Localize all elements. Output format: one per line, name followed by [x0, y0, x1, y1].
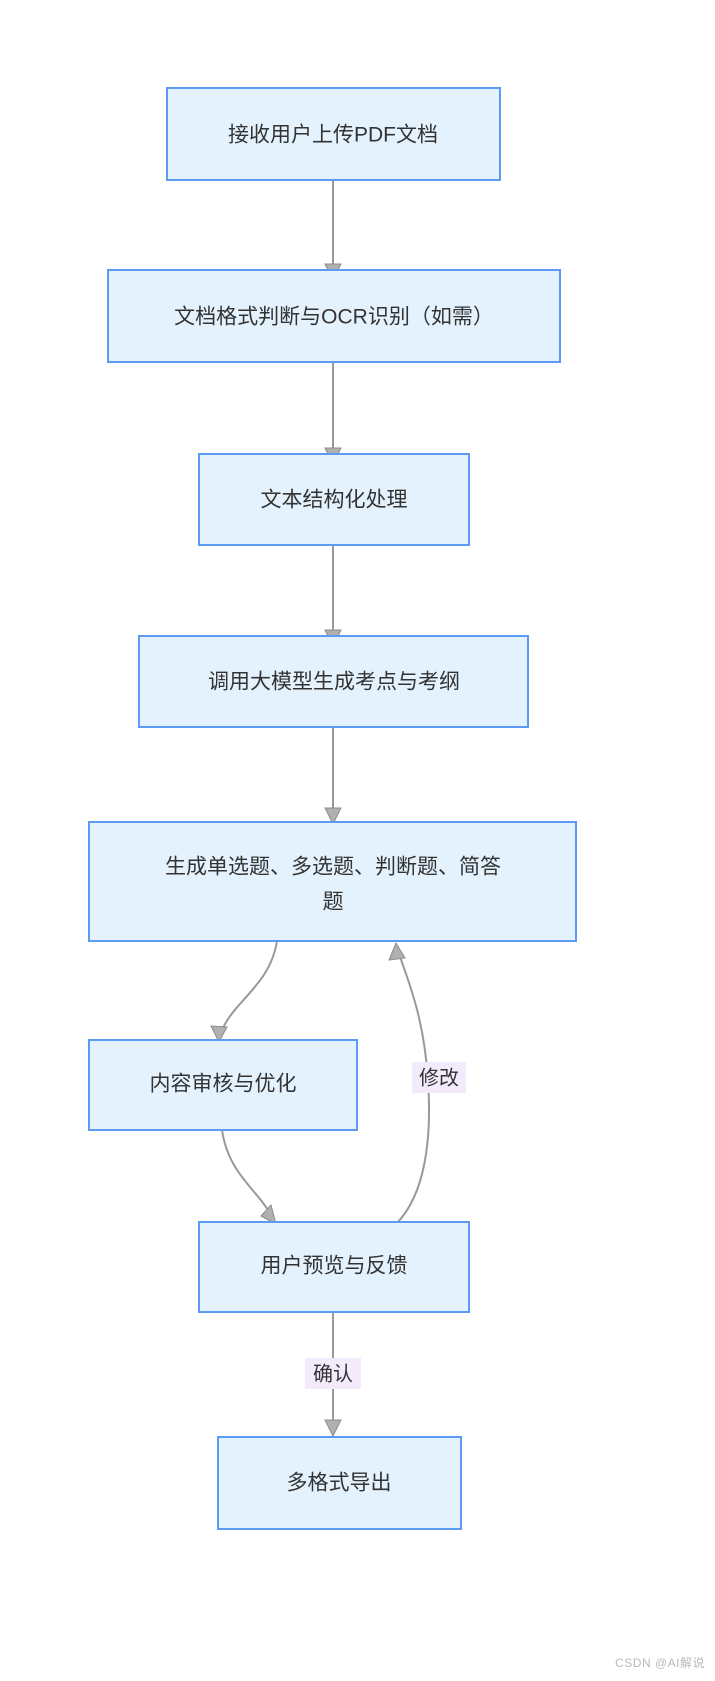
arrowhead-icon — [210, 1025, 228, 1044]
node-label: 文档格式判断与OCR识别（如需） — [174, 306, 494, 329]
edge-n7-n5-revise: 修改 — [388, 941, 466, 1225]
edge-line — [221, 940, 278, 1031]
node-box[interactable] — [166, 87, 501, 181]
edge-label-background — [412, 1062, 466, 1093]
node-box[interactable] — [107, 269, 561, 363]
edge-n5-n6 — [210, 940, 278, 1044]
arrowhead-icon — [388, 941, 406, 961]
node-group: 接收用户上传PDF文档 文档格式判断与OCR识别（如需） 文本结构化处理 调用大… — [88, 87, 577, 1530]
edge-group: 修改 确认 — [210, 180, 466, 1438]
node-label: 接收用户上传PDF文档 — [228, 124, 438, 147]
node-content-review[interactable]: 内容审核与优化 — [88, 1039, 358, 1131]
edge-n1-n2 — [324, 180, 342, 282]
node-user-preview-feedback[interactable]: 用户预览与反馈 — [198, 1221, 470, 1313]
node-label: 调用大模型生成考点与考纲 — [208, 671, 460, 694]
arrowhead-icon — [324, 807, 342, 826]
arrowhead-icon — [260, 1203, 277, 1225]
node-receive-pdf[interactable]: 接收用户上传PDF文档 — [166, 87, 501, 181]
edge-label-background — [305, 1358, 361, 1389]
node-multi-format-export[interactable]: 多格式导出 — [217, 1436, 462, 1530]
edge-n7-n8-confirm: 确认 — [305, 1312, 361, 1438]
node-box[interactable] — [198, 1221, 470, 1313]
node-label-line1: 生成单选题、多选题、判断题、简答 — [165, 856, 501, 879]
edge-n6-n7 — [221, 1129, 277, 1225]
node-label: 多格式导出 — [287, 1472, 392, 1495]
edge-label-confirm: 确认 — [313, 1362, 353, 1385]
node-generate-questions[interactable]: 生成单选题、多选题、判断题、简答 题 — [88, 821, 577, 942]
node-label-line2: 题 — [323, 891, 344, 914]
node-llm-generate-points[interactable]: 调用大模型生成考点与考纲 — [138, 635, 529, 728]
node-box[interactable] — [88, 1039, 358, 1131]
edge-line — [221, 1129, 271, 1214]
edge-label-revise: 修改 — [419, 1066, 459, 1089]
watermark: CSDN @AI解说 — [615, 1656, 705, 1670]
edge-n2-n3 — [324, 362, 342, 466]
edge-n3-n4 — [324, 545, 342, 648]
node-label: 文本结构化处理 — [261, 489, 408, 512]
node-box[interactable] — [138, 635, 529, 728]
node-label: 用户预览与反馈 — [261, 1255, 408, 1278]
node-box[interactable] — [198, 453, 470, 546]
node-text-structuring[interactable]: 文本结构化处理 — [198, 453, 470, 546]
node-label: 内容审核与优化 — [150, 1073, 297, 1096]
node-box[interactable] — [88, 821, 577, 942]
node-box[interactable] — [217, 1436, 462, 1530]
arrowhead-icon — [324, 1419, 342, 1438]
node-format-ocr[interactable]: 文档格式判断与OCR识别（如需） — [107, 269, 561, 363]
edge-n4-n5 — [324, 727, 342, 826]
